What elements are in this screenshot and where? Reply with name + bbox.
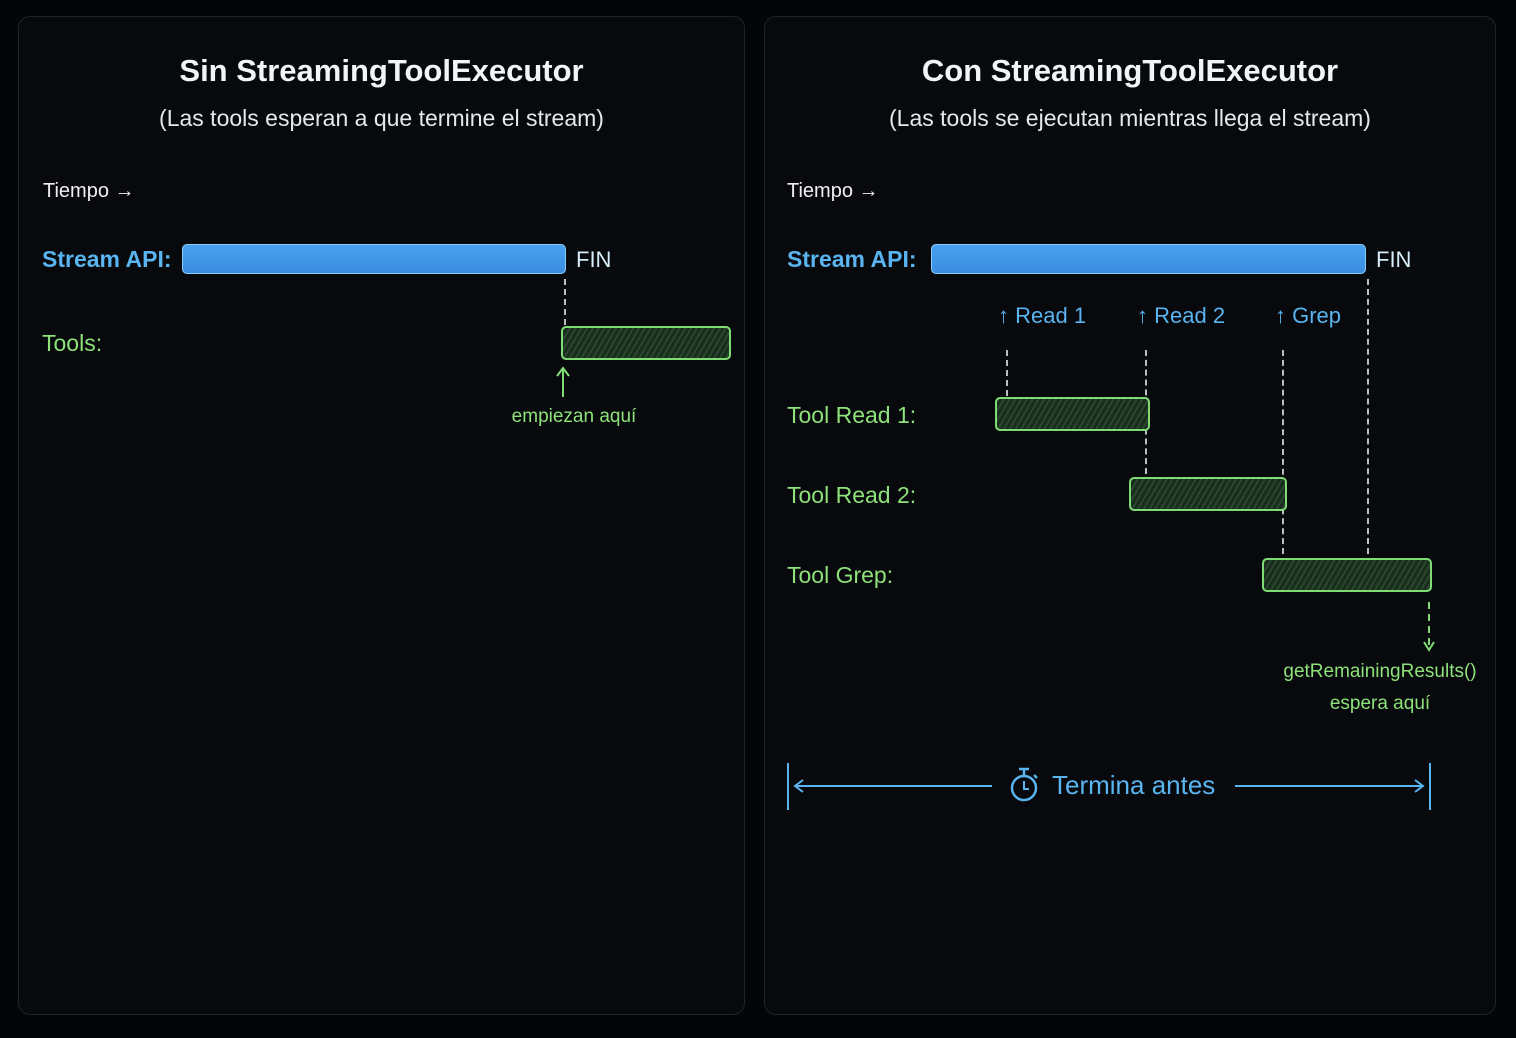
marker-read-2: ↑ Read 2 [1137,303,1226,328]
tool-read1-label: Tool Read 1: [787,402,917,428]
stream-api-label: Stream API: [42,246,172,272]
wait-annotation-line2: espera aquí [1329,693,1431,714]
tools-bar [561,326,731,360]
stream-api-bar [931,244,1366,274]
stream-api-bar [182,244,566,274]
panel-title: Con StreamingToolExecutor [921,53,1339,88]
stream-end-dashed-line [564,279,566,325]
stream-end-label: FIN [576,247,612,272]
panel-title: Sin StreamingToolExecutor [179,53,584,88]
tools-start-annotation: empiezan aquí [511,406,637,427]
stream-end-label: FIN [1376,247,1412,272]
stream-api-label: Stream API: [787,246,917,272]
tools-label: Tools: [42,330,103,356]
marker-read-1: ↑ Read 1 [998,303,1087,328]
arrow-down-icon [1423,602,1435,652]
time-axis-label: Tiempo → [787,180,879,202]
tool-read2-label: Tool Read 2: [787,482,917,508]
grep-dashed-line [1282,350,1284,554]
savings-label: Termina antes [1052,770,1216,800]
arrow-up-icon [556,366,570,397]
tool-read2-bar [1129,477,1287,511]
panel-subtitle: (Las tools se ejecutan mientras llega el… [889,105,1371,131]
panel-subtitle: (Las tools esperan a que termine el stre… [159,105,604,131]
stream-end-dashed-line [1367,279,1369,554]
tool-read1-bar [995,397,1150,431]
tool-grep-bar [1262,558,1432,592]
read1-dashed-line [1006,350,1008,396]
savings-span-arrows [787,763,1431,810]
marker-grep: ↑ Grep [1275,303,1342,328]
panel-with-executor: Con StreamingToolExecutor (Las tools se … [764,16,1496,1015]
time-axis-label: Tiempo → [43,180,135,202]
stopwatch-icon [1010,767,1038,802]
panel-without-executor: Sin StreamingToolExecutor (Las tools esp… [18,16,745,1015]
wait-annotation-line1: getRemainingResults() [1283,661,1477,682]
tool-grep-label: Tool Grep: [787,562,894,588]
